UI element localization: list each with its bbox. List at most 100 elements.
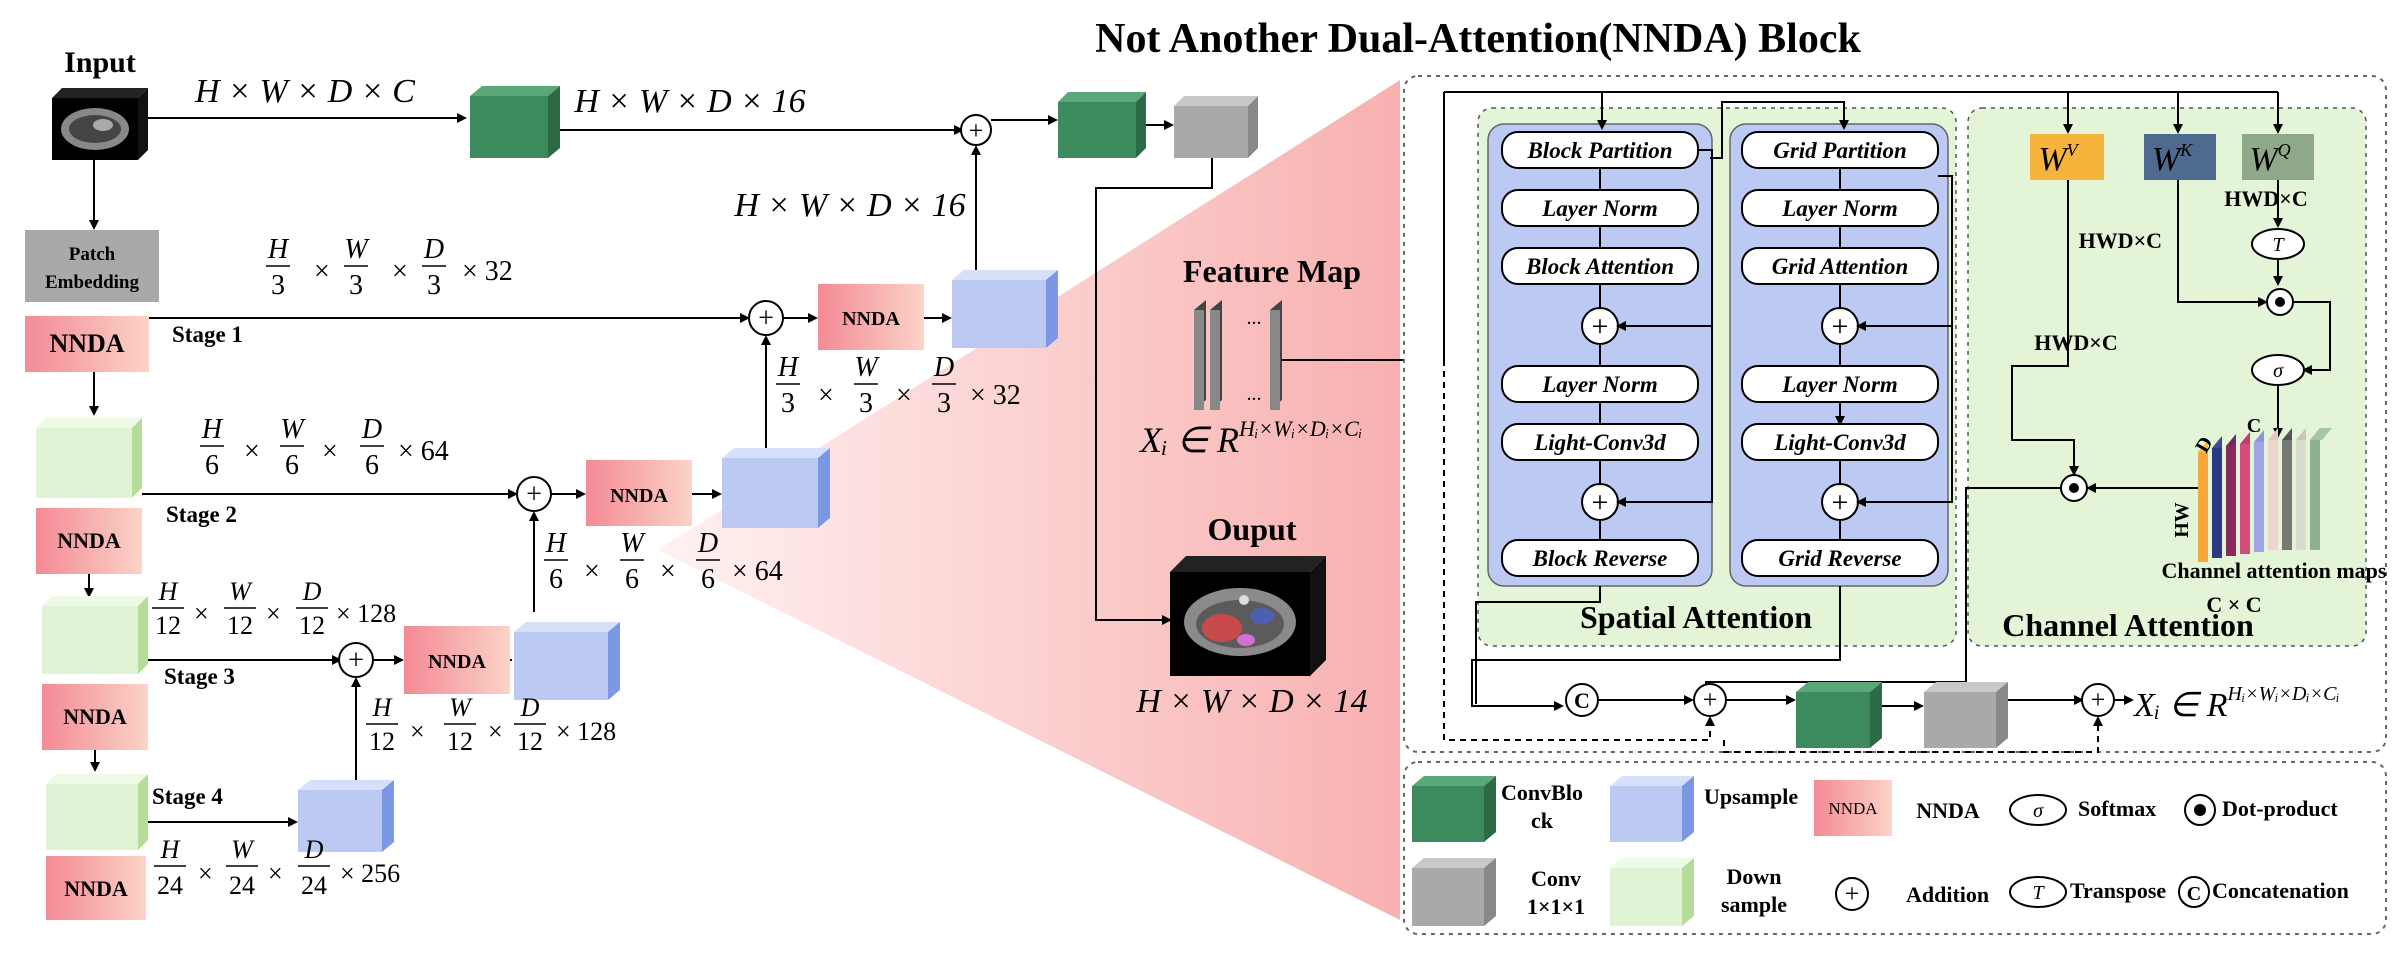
add-node-stage2: +	[516, 476, 552, 512]
svg-text:× 32: × 32	[970, 380, 1021, 411]
block-layer-norm-2: Layer Norm	[1501, 365, 1699, 403]
svg-text:H: H	[201, 414, 224, 445]
svg-text:6: 6	[625, 564, 639, 595]
feature-map-label: Feature Map	[1183, 253, 1361, 289]
legend-conv1x1	[1412, 858, 1496, 926]
add-node-top: +	[960, 114, 992, 146]
svg-text:WK: WK	[2152, 140, 2193, 178]
svg-text:×: ×	[896, 380, 912, 411]
svg-text:× 64: × 64	[398, 436, 449, 467]
svg-text:Grid Attention: Grid Attention	[1772, 254, 1909, 279]
svg-text:D: D	[423, 234, 444, 265]
maps-hw-label: HW	[2171, 502, 2193, 538]
nnda-decoder1	[818, 284, 924, 350]
add-node-merge: +	[1693, 683, 1727, 717]
svg-text:12: 12	[155, 611, 181, 640]
spatial-attention-label: Spatial Attention	[1580, 599, 1812, 635]
grid-add-1: +	[1821, 307, 1859, 345]
upsample-decoder2	[722, 448, 830, 528]
nnda-decoder2	[586, 460, 692, 526]
svg-text:Layer Norm: Layer Norm	[1541, 372, 1658, 397]
svg-text:6: 6	[701, 564, 715, 595]
upsample-stage4	[298, 780, 394, 852]
legend-upsample	[1610, 776, 1694, 842]
wv-box: WV	[2030, 134, 2104, 180]
svg-text:Light-Conv3d: Light-Conv3d	[1533, 430, 1666, 455]
svg-text:C: C	[1574, 688, 1590, 713]
svg-text:...: ...	[1247, 307, 1262, 329]
stage3-label: Stage 3	[164, 664, 235, 689]
legend-downsample-label-1: Down	[1726, 864, 1781, 889]
grid-reverse: Grid Reverse	[1741, 539, 1939, 577]
svg-text:Light-Conv3d: Light-Conv3d	[1773, 430, 1906, 455]
svg-text:W: W	[620, 528, 646, 559]
channel-attention-maps	[2198, 428, 2332, 562]
svg-text:12: 12	[447, 727, 473, 756]
block-title: Not Another Dual-Attention(NNDA) Block	[1095, 16, 1861, 62]
legend-addition-label: Addition	[1906, 882, 1989, 907]
convblock-merge	[1796, 682, 1882, 748]
output-dims: H × W × D × 14	[1135, 683, 1367, 720]
svg-text:×: ×	[268, 859, 283, 888]
svg-text:W: W	[344, 234, 370, 265]
nnda-stage3-label: NNDA	[63, 704, 127, 729]
legend-addition-icon: +	[1835, 877, 1869, 911]
svg-text:D: D	[933, 352, 954, 383]
input-label: Input	[64, 46, 136, 79]
block-attention: Block Attention	[1501, 247, 1699, 285]
nnda-stage3	[42, 684, 148, 750]
svg-text:× 32: × 32	[462, 256, 513, 287]
dims-stage1b: H 3 × W 3 × D 3 × 32	[776, 352, 1021, 419]
maps-c-label: C	[2247, 415, 2261, 437]
svg-text:Block Reverse: Block Reverse	[1532, 546, 1668, 571]
legend-concat-label: Concatenation	[2212, 878, 2349, 903]
svg-text:H: H	[777, 352, 800, 383]
grid-add-2: +	[1821, 483, 1859, 521]
block-add-1: +	[1581, 307, 1619, 345]
svg-text:×: ×	[314, 256, 330, 287]
feature-map-formula: Xᵢ ∈ RHᵢ×Wᵢ×Dᵢ×Cᵢ	[1138, 416, 1362, 460]
svg-text:Layer Norm: Layer Norm	[1781, 372, 1898, 397]
add-node-stage3: +	[338, 642, 374, 678]
svg-text:T: T	[2032, 882, 2045, 904]
legend-dot-product-label: Dot-product	[2222, 796, 2338, 821]
svg-text:×: ×	[194, 599, 209, 628]
svg-text:Block Partition: Block Partition	[1526, 138, 1672, 163]
block-partition: Block Partition	[1501, 131, 1699, 169]
input-volume	[52, 88, 148, 160]
nnda-decoder1-label: NNDA	[842, 308, 900, 330]
svg-text:...: ...	[1247, 383, 1262, 405]
zoom-cone	[658, 80, 1400, 920]
legend-upsample-label: Upsample	[1704, 784, 1798, 809]
feature-map-slices: ... ...	[1194, 300, 1282, 410]
legend-nnda-chip	[1814, 780, 1892, 836]
channel-attention-label: Channel Attention	[2002, 607, 2254, 643]
grid-layer-norm-2: Layer Norm	[1741, 365, 1939, 403]
svg-text:×: ×	[410, 717, 425, 746]
output-formula: Xᵢ ∈ RHᵢ×Wᵢ×Dᵢ×Cᵢ	[2132, 683, 2340, 724]
svg-text:W: W	[854, 352, 880, 383]
svg-text:D: D	[302, 577, 322, 606]
svg-text:3: 3	[859, 388, 873, 419]
dims-stage4: H 24 × W 24 × D 24 × 256	[154, 835, 400, 900]
legend-dot-product-icon	[2184, 794, 2216, 826]
svg-text:T: T	[2272, 234, 2285, 256]
hwdc-k-label: HWD×C	[2079, 228, 2162, 253]
grid-attention: Grid Attention	[1741, 247, 1939, 285]
output-volume	[1170, 556, 1326, 676]
svg-text:+: +	[1832, 310, 1849, 343]
dot-product-node-2	[2060, 474, 2088, 502]
nnda-decoder2-label: NNDA	[610, 485, 668, 507]
block-layer-norm-1: Layer Norm	[1501, 189, 1699, 227]
svg-text:+: +	[1703, 685, 1718, 714]
cxc-label: C × C	[2206, 592, 2261, 617]
legend-transpose-label: Transpose	[2070, 878, 2166, 903]
grid-partition: Grid Partition	[1741, 131, 1939, 169]
svg-text:12: 12	[517, 727, 543, 756]
add-node-out: +	[2081, 683, 2115, 717]
downsample-stage4	[46, 774, 148, 850]
nnda-stage4-label: NNDA	[64, 876, 128, 901]
svg-text:σ: σ	[2273, 360, 2284, 382]
patch-embedding	[25, 230, 159, 302]
